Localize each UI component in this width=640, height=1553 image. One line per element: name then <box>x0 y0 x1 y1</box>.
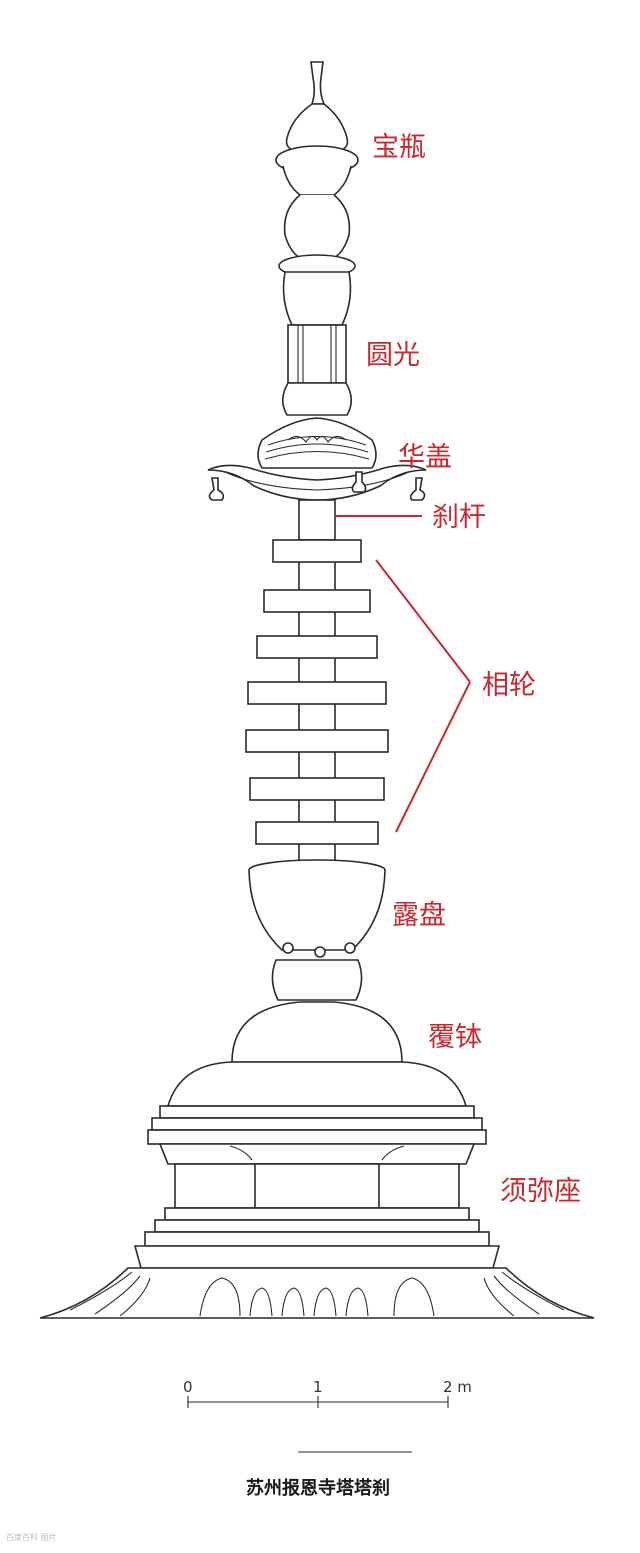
inverted-bowl <box>166 1001 468 1107</box>
label-xianglun: 相轮 <box>482 670 536 701</box>
scale-tick-0: 0 <box>183 1378 193 1396</box>
central-mast <box>298 499 336 541</box>
scale-bar: 0 1 2 m <box>183 1378 472 1408</box>
xianglun-leader-upper <box>375 559 471 683</box>
caption: 苏州报恩寺塔塔刹 <box>246 1477 390 1499</box>
canopy <box>207 417 427 501</box>
umbrella-rings <box>245 539 389 866</box>
label-huagai: 华盖 <box>398 442 452 473</box>
label-yuanguang: 圆光 <box>366 340 420 371</box>
halo-section <box>281 271 353 416</box>
scale-tick-2: 2 m <box>443 1378 472 1396</box>
watermark: 百度百科 图片 <box>6 1532 57 1542</box>
xianglun-leader-lower <box>395 681 471 833</box>
label-fubo: 覆钵 <box>428 1022 482 1053</box>
label-xumizuo: 须弥座 <box>500 1176 581 1207</box>
label-lupan: 露盘 <box>392 900 446 931</box>
label-leaders <box>336 515 471 833</box>
treasure-bottle <box>275 103 359 278</box>
label-baoping: 宝瓶 <box>372 132 426 163</box>
label-chagan: 刹杆 <box>432 502 486 533</box>
dew-plate <box>248 859 386 1001</box>
spire-tip <box>310 61 326 105</box>
sumeru-base <box>39 1105 595 1319</box>
scale-tick-1: 1 <box>313 1378 323 1396</box>
